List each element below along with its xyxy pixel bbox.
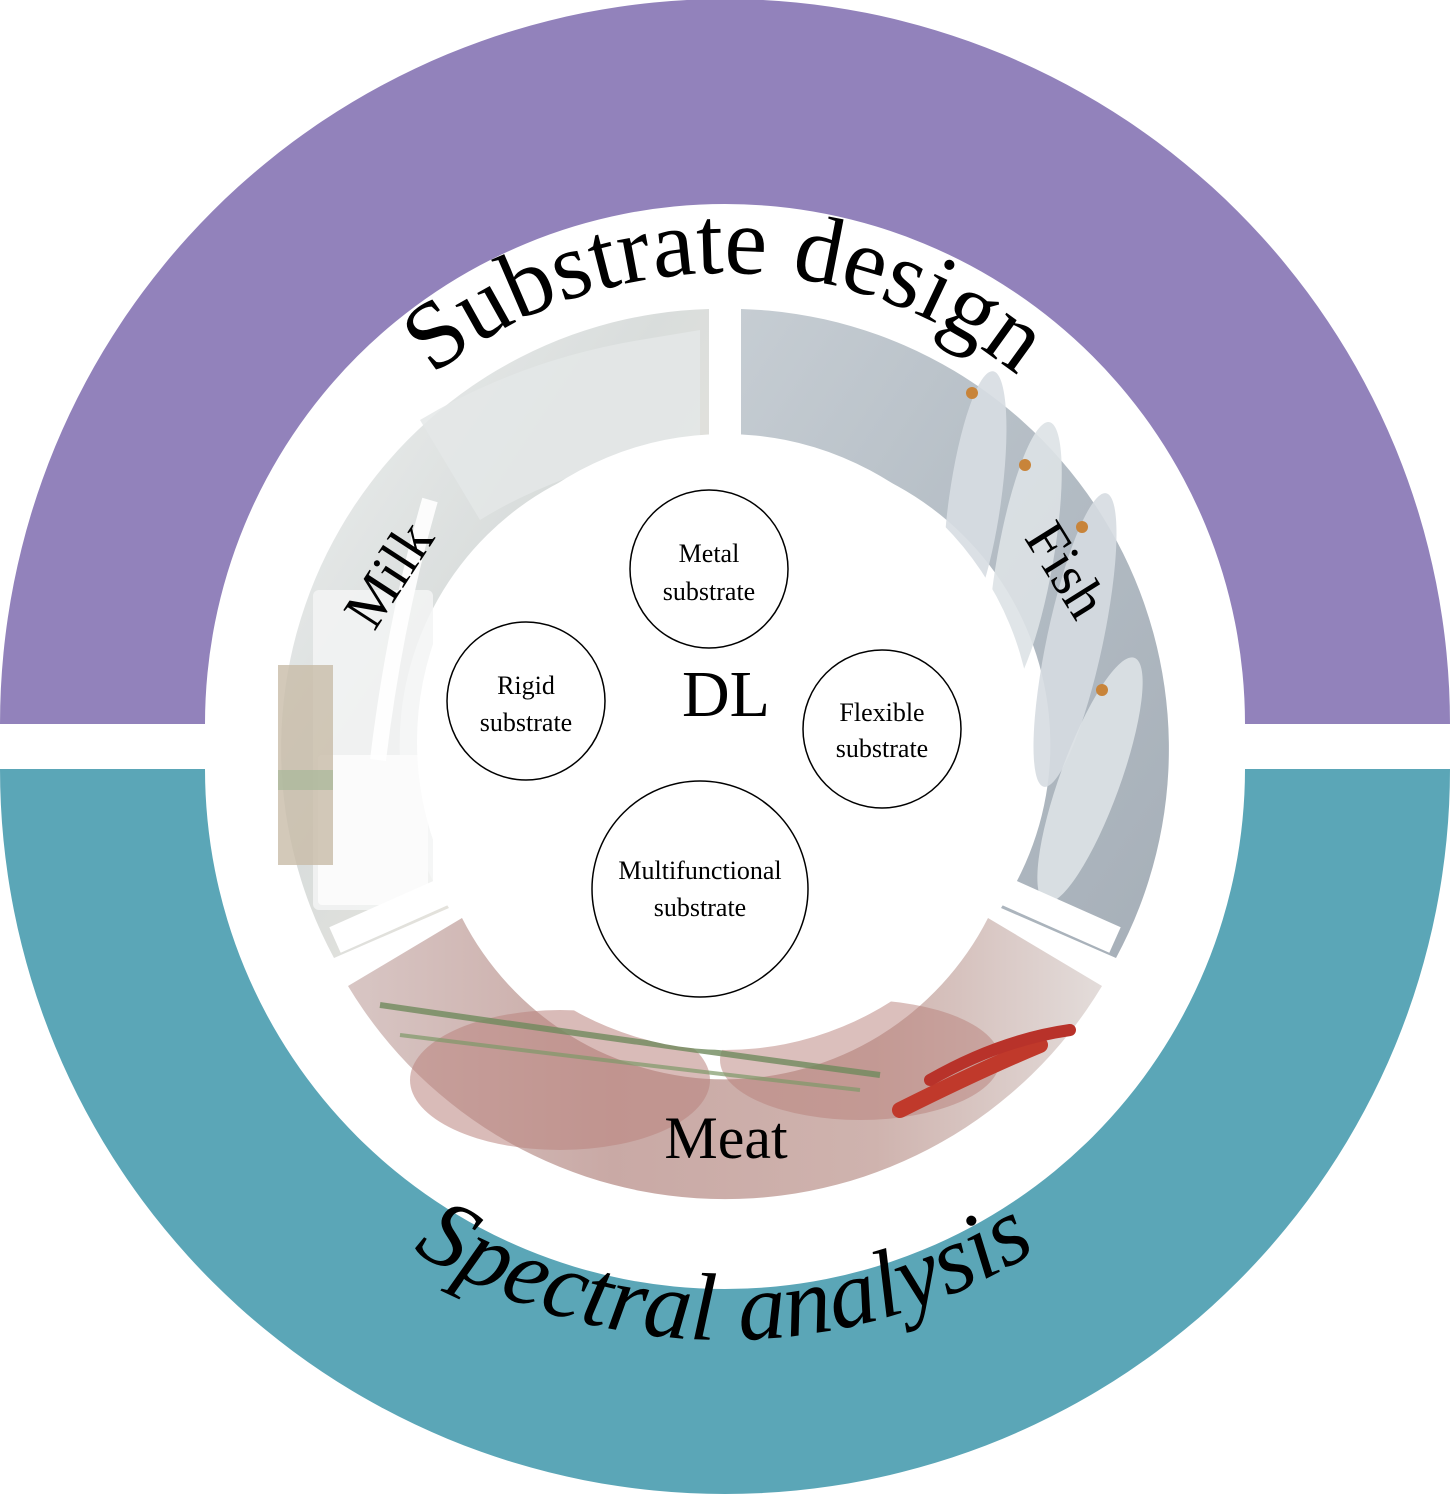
substrate-multifunctional-line2: substrate (654, 893, 746, 922)
food-ring (278, 309, 1169, 1200)
substrate-metal-line1: Metal (679, 539, 740, 568)
substrate-multifunctional: Multifunctional substrate (591, 780, 809, 998)
substrate-rigid-line2: substrate (480, 708, 572, 737)
dl-label: DL (682, 658, 770, 731)
substrate-metal-line2: substrate (663, 577, 755, 606)
substrate-flexible: Flexible substrate (802, 649, 962, 809)
substrate-flexible-line2: substrate (836, 734, 928, 763)
substrate-rigid: Rigid substrate (446, 621, 606, 781)
center-disc (417, 434, 1033, 1050)
substrate-multifunctional-line1: Multifunctional (618, 856, 781, 885)
meat-label: Meat (664, 1105, 788, 1171)
spectral-analysis-band (0, 769, 1450, 1494)
substrate-rigid-line1: Rigid (497, 671, 555, 700)
segment-gaps (329, 300, 1121, 953)
substrate-metal: Metal substrate (629, 489, 789, 649)
milk-segment (278, 309, 709, 958)
substrate-design-band (0, 0, 1450, 724)
substrate-flexible-line1: Flexible (839, 698, 924, 727)
